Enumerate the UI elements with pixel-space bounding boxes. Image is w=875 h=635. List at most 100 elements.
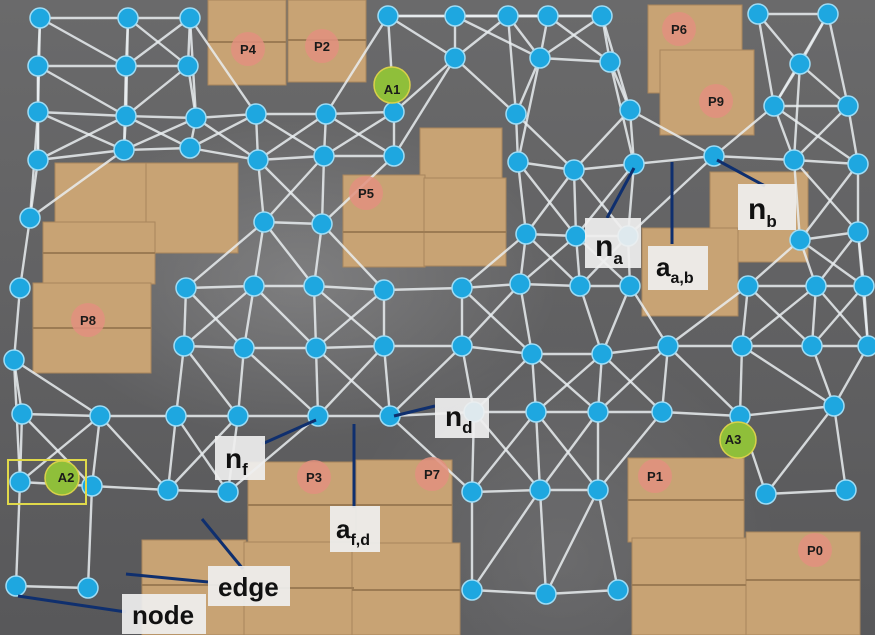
graph-node: [117, 7, 139, 29]
graph-edge: [189, 112, 257, 150]
graph-node: [245, 103, 267, 125]
graph-edge: [315, 344, 385, 350]
graph-node: [817, 3, 839, 25]
position-label: P4: [240, 42, 257, 57]
graph-edge: [471, 488, 541, 494]
graph-edge: [387, 14, 456, 60]
graph-edge: [516, 161, 528, 235]
graph-edge: [572, 169, 578, 237]
graph-node: [565, 225, 587, 247]
graph-edge: [195, 117, 259, 161]
graph-edge: [125, 17, 191, 67]
position-label: P7: [424, 467, 440, 482]
position-p0: P0: [798, 533, 832, 567]
nodes-layer: [3, 3, 875, 605]
graph-node: [535, 583, 557, 605]
graph-node: [27, 101, 49, 123]
graph-edge: [454, 15, 509, 59]
graph-node: [253, 211, 275, 233]
graph-edge: [534, 411, 542, 491]
graph-edge: [518, 283, 534, 355]
graph-edge: [125, 114, 191, 150]
graph-edge: [600, 285, 632, 355]
position-p4: P4: [231, 32, 265, 66]
graph-node: [651, 401, 673, 423]
graph-edge: [793, 159, 859, 233]
graph-node: [115, 55, 137, 77]
graph-node: [9, 471, 31, 493]
graph-node: [835, 479, 857, 501]
graph-node: [177, 55, 199, 77]
graph-edge: [123, 146, 191, 152]
graph-edge: [382, 345, 392, 417]
graph-edge: [506, 15, 518, 115]
box: [423, 177, 507, 267]
graph-node: [515, 223, 537, 245]
graph-edge: [90, 415, 102, 487]
graph-edge: [461, 233, 527, 289]
graph-node: [837, 95, 859, 117]
graph-node: [737, 275, 759, 297]
graph-edge: [667, 345, 741, 417]
graph-edge: [383, 286, 463, 292]
graph-edge: [799, 239, 865, 287]
position-p9: P9: [699, 84, 733, 118]
svg-text:edge: edge: [218, 572, 279, 602]
graph-node: [313, 145, 335, 167]
graph-node: [217, 481, 239, 503]
box: [419, 127, 503, 179]
graph-edge: [471, 411, 537, 493]
position-label: P6: [671, 22, 687, 37]
position-label: P3: [306, 470, 322, 485]
graph-edge: [525, 233, 581, 287]
graph-node: [847, 221, 869, 243]
graph-edge: [263, 155, 325, 223]
graph-node: [783, 149, 805, 171]
graph-edge: [320, 155, 326, 225]
graph-edge: [471, 588, 547, 596]
annotation-lines: [17, 158, 766, 614]
graph-edge: [18, 217, 32, 289]
graph-node: [507, 151, 529, 173]
graph-node: [173, 335, 195, 357]
graph-edge: [243, 347, 319, 417]
graph-edge: [578, 285, 604, 355]
graph-edge: [257, 113, 327, 161]
graph-edge: [253, 285, 317, 349]
agent-highlight-box: [7, 459, 87, 505]
graph-edge: [252, 221, 266, 287]
graph-edge: [738, 345, 744, 417]
graph-edge: [739, 404, 835, 418]
graph-edge: [236, 347, 246, 417]
position-p1: P1: [638, 459, 672, 493]
graph-node: [185, 107, 207, 129]
graph-edge: [461, 344, 533, 356]
graph-node: [227, 405, 249, 427]
graph-node: [619, 99, 641, 121]
graph-edge: [37, 114, 127, 162]
position-label: P2: [314, 39, 330, 54]
robot-icon: [44, 460, 80, 496]
graph-edge: [37, 110, 127, 118]
graph-edge: [535, 411, 599, 491]
annotation-label-nd: nd: [435, 398, 489, 438]
graph-node: [383, 101, 405, 123]
graph-node: [747, 3, 769, 25]
graph-edge: [86, 485, 94, 589]
positions-layer: P4 P2 P6 P9 P5 P8 P3 P7 P1 P0: [71, 12, 832, 567]
graph-edge: [39, 16, 127, 68]
agent-a1: A1: [373, 66, 411, 104]
svg-text:node: node: [132, 600, 194, 630]
graph-node: [591, 343, 613, 365]
graph-edge: [257, 159, 323, 225]
graph-node: [521, 343, 543, 365]
graph-node: [444, 5, 466, 27]
graph-edge: [125, 114, 197, 120]
annotation-label-node: node: [122, 594, 206, 634]
graph-node: [9, 277, 31, 299]
graph-edge: [601, 344, 669, 356]
graph-edge: [826, 13, 850, 107]
graph-node: [599, 51, 621, 73]
